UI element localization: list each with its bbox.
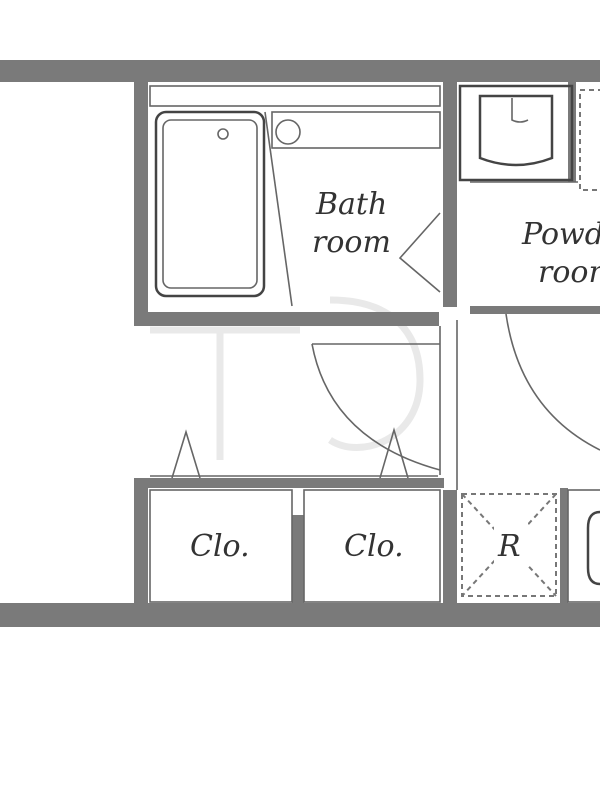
refrigerator-label: R — [497, 529, 521, 564]
kitchen-counter — [567, 489, 600, 603]
refrigerator-label-bg — [494, 522, 528, 570]
powder-room-label-line2: room — [538, 255, 600, 290]
washing-machine-space — [579, 89, 600, 191]
closets — [149, 489, 441, 603]
bath-door — [398, 212, 441, 293]
bath-room-label-line2: room — [312, 225, 391, 260]
bathtub — [154, 110, 266, 298]
powder-door — [456, 313, 600, 490]
washbasin-counter — [149, 85, 441, 307]
powder-room-label-line1: Powd — [521, 217, 600, 252]
bath-room-label-line1: Bath — [315, 187, 387, 222]
corridor-door — [311, 326, 441, 475]
refrigerator-space — [461, 493, 557, 597]
powder-sink — [458, 84, 578, 183]
closet-right-label: Clo. — [344, 529, 404, 564]
closet-left-label: Clo. — [190, 529, 250, 564]
closet-door-markers — [150, 427, 438, 479]
